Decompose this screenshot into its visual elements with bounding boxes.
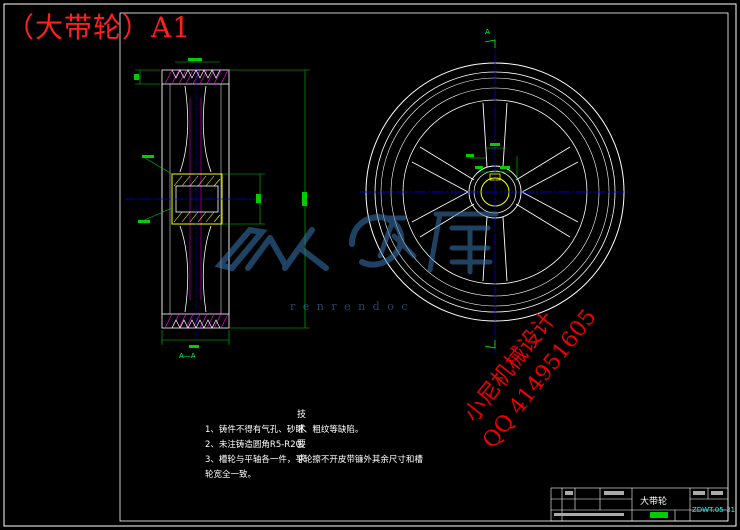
section-view (125, 58, 310, 348)
section-label: A—A (179, 352, 196, 360)
tech-req-line: 1、铸件不得有气孔、砂眼、粗纹等缺陷。 (205, 425, 364, 435)
watermark-logo (214, 211, 499, 275)
tech-req-line: 3、槽轮与平轴各一件，平轮擦不开皮带镰外其余尺寸和槽 (205, 455, 423, 465)
part-name: 大带轮 (640, 497, 668, 507)
drawing-border (119, 12, 729, 522)
drawing-title: （大带轮）A1 (6, 11, 192, 44)
watermark-url: r e n r e n d o c (290, 300, 410, 313)
view-mark-top: A (485, 28, 490, 36)
tech-req-line: 轮宽全一致。 (205, 470, 257, 480)
front-view (360, 35, 630, 355)
drawing-number: ZDWT.05-31 (692, 506, 736, 514)
drawing-frame (3, 3, 737, 527)
tech-req-heading: 技术要求 (297, 410, 307, 465)
tech-req-line: 2、未注铸造圆角R5-R20。 (205, 440, 310, 450)
